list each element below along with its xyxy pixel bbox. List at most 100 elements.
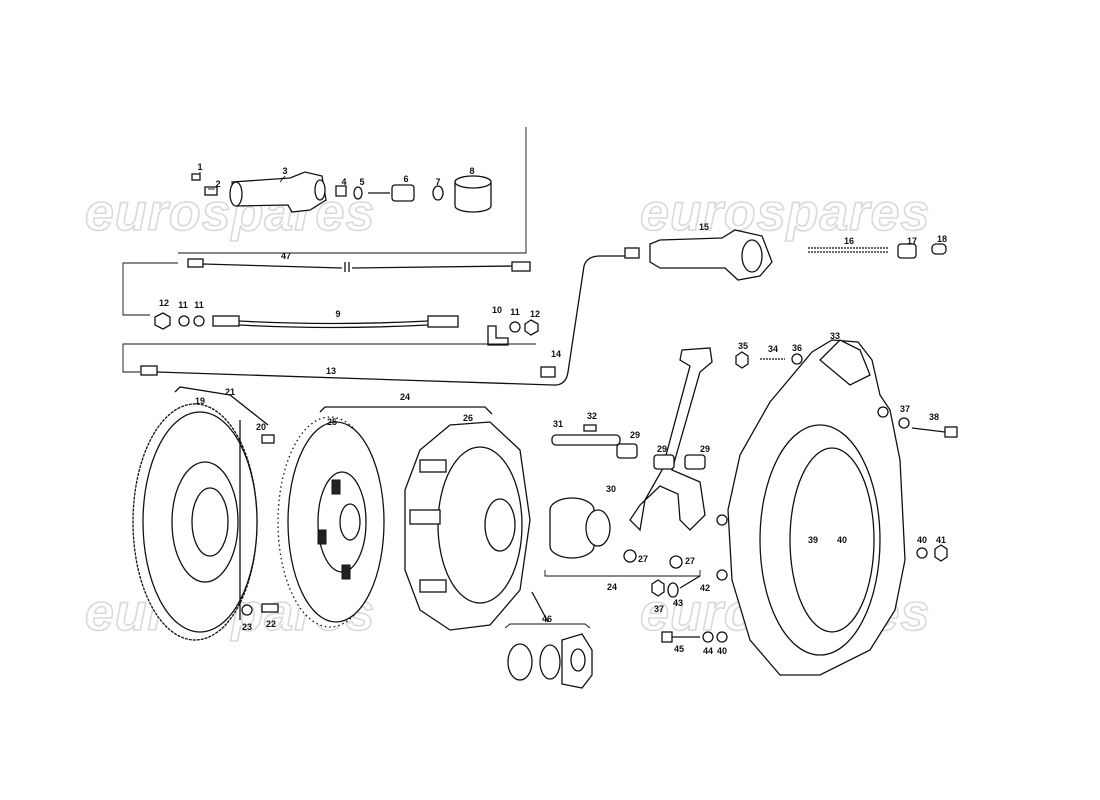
bellhousing-bolt-hole-b xyxy=(716,569,728,581)
callout-2: 2 xyxy=(215,179,220,189)
flywheel-center xyxy=(191,487,229,557)
bellhousing-33 xyxy=(716,339,906,676)
damper-spring-a xyxy=(331,479,341,495)
master-cylinder-outlet xyxy=(314,179,326,201)
spring-part xyxy=(335,185,347,197)
clevis-18 xyxy=(931,243,947,255)
bleed-screw-part xyxy=(191,173,201,181)
seal-part xyxy=(353,186,363,200)
nut-12-left xyxy=(154,312,171,330)
small-hardware xyxy=(651,351,958,643)
bolt-38-shank xyxy=(911,427,946,433)
callout-40-far: 40 xyxy=(917,535,927,545)
callout-29-b: 29 xyxy=(657,444,667,454)
group-bracket-pipes xyxy=(122,262,178,316)
hose-9-body xyxy=(238,320,429,325)
group-bracket-top xyxy=(178,127,527,254)
shaft-31 xyxy=(551,434,621,446)
callout-39: 39 xyxy=(808,535,818,545)
callout-26: 26 xyxy=(463,413,473,423)
pipe-13-end xyxy=(140,365,158,376)
pressure-plate-diaphragm xyxy=(437,446,523,604)
release-fork xyxy=(629,347,713,532)
callout-32: 32 xyxy=(587,411,597,421)
bush-29-c xyxy=(684,454,706,470)
callout-45: 45 xyxy=(674,644,684,654)
callout-3: 3 xyxy=(282,166,287,176)
clip-27-a xyxy=(623,549,637,563)
washer-11-left-b xyxy=(193,315,205,327)
callout-12-right: 12 xyxy=(530,309,540,319)
callout-35: 35 xyxy=(738,341,748,351)
pipe-13-body xyxy=(156,255,625,386)
callout-27-b: 27 xyxy=(685,556,695,566)
nut-41 xyxy=(934,544,948,562)
boot-17 xyxy=(897,243,917,259)
callout-11-right: 11 xyxy=(510,307,520,317)
ring-46-b xyxy=(539,644,561,680)
callout-8: 8 xyxy=(469,166,474,176)
callout-20: 20 xyxy=(256,422,266,432)
bolt-42 xyxy=(679,575,701,589)
bolt-22 xyxy=(261,603,279,613)
bracket-10 xyxy=(487,325,509,346)
callout-37-upper: 37 xyxy=(900,404,910,414)
bush-29-b xyxy=(653,454,675,470)
callout-34: 34 xyxy=(768,344,778,354)
callout-43: 43 xyxy=(673,598,683,608)
piston-part xyxy=(391,184,415,202)
callout-40-right: 40 xyxy=(837,535,847,545)
callout-17: 17 xyxy=(907,236,917,246)
callout-4: 4 xyxy=(341,177,346,187)
washer-23 xyxy=(241,604,253,616)
clutch-disc-assembly xyxy=(277,406,493,628)
bracket-46 xyxy=(504,623,591,629)
bolt-45-head xyxy=(661,631,673,643)
master-cylinder-body xyxy=(231,171,327,213)
bellhousing-bolt-hole-a xyxy=(716,514,728,526)
bracket-24-lower xyxy=(544,570,701,577)
slave-cylinder-bore xyxy=(741,239,763,273)
circlip-part xyxy=(432,185,444,201)
callout-29-c: 29 xyxy=(700,444,710,454)
bush-29-a xyxy=(616,443,638,459)
slave-union xyxy=(624,247,640,259)
callout-12-left: 12 xyxy=(159,298,169,308)
callout-14: 14 xyxy=(551,349,561,359)
callout-33: 33 xyxy=(830,331,840,341)
callout-15: 15 xyxy=(699,222,709,232)
callout-21: 21 xyxy=(225,387,235,397)
release-mechanism xyxy=(544,347,713,577)
washer-37-upper xyxy=(898,417,910,429)
callout-25: 25 xyxy=(327,417,337,427)
callout-31: 31 xyxy=(553,419,563,429)
pressure-plate-assembly xyxy=(404,421,531,631)
callout-24-lower: 24 xyxy=(607,582,617,592)
bearing-46-a xyxy=(507,643,533,681)
washer-36 xyxy=(791,353,803,365)
callout-36: 36 xyxy=(792,343,802,353)
callout-6: 6 xyxy=(403,174,408,184)
callout-42: 42 xyxy=(700,583,710,593)
callout-37-lower: 37 xyxy=(654,604,664,614)
callout-1: 1 xyxy=(197,162,202,172)
master-cylinder-end xyxy=(229,181,243,207)
callout-7: 7 xyxy=(435,177,440,187)
hose-9 xyxy=(154,312,539,346)
nut-set-46 xyxy=(504,591,593,689)
slave-cylinder-assembly xyxy=(624,229,947,281)
callout-16: 16 xyxy=(844,236,854,246)
hose-9-end-right xyxy=(427,315,459,328)
nut-37-lower xyxy=(651,579,665,597)
slave-cylinder-body xyxy=(649,229,773,281)
washer-40-far xyxy=(916,547,928,559)
callout-9: 9 xyxy=(335,309,340,319)
group-bracket-pipe-13 xyxy=(122,343,536,373)
clip-14 xyxy=(540,366,556,378)
callout-13: 13 xyxy=(326,366,336,376)
hose-9-body-lower xyxy=(238,324,429,329)
washer-44 xyxy=(702,631,714,643)
hose-9-end-left xyxy=(212,315,240,327)
